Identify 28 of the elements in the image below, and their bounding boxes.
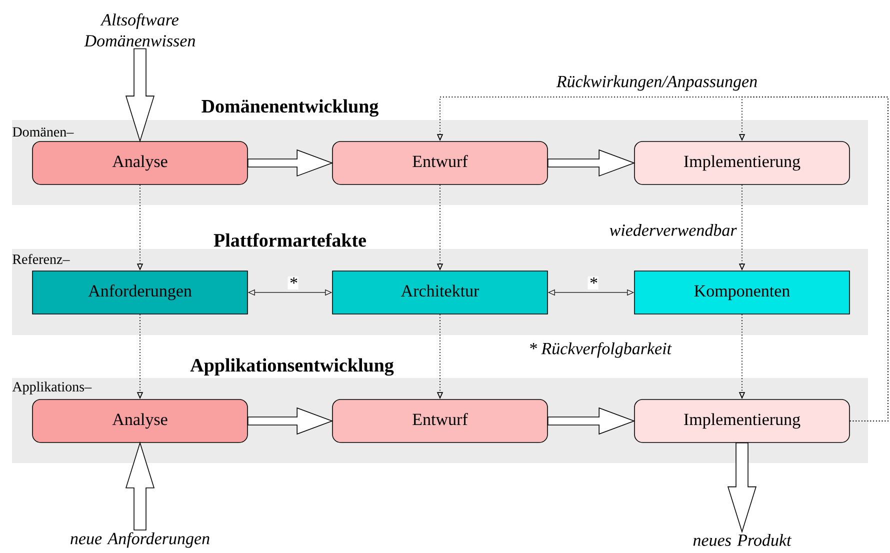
footnote-text: * Rückverfolgbarkeit xyxy=(530,342,672,358)
block-arrow xyxy=(125,48,155,142)
band-label: Domänen– xyxy=(12,127,74,137)
block-arrow xyxy=(548,407,636,435)
section-heading: Applikationsentwicklung xyxy=(190,358,394,376)
process-box: Analyse xyxy=(32,141,248,185)
block-arrow xyxy=(727,442,757,534)
block-arrow xyxy=(248,407,334,435)
input-text: neue Anforderungen xyxy=(70,532,210,548)
artifact-box: Architektur xyxy=(332,270,548,314)
band-label: Applikations– xyxy=(12,382,92,394)
block-arrow xyxy=(125,442,155,530)
block-arrow xyxy=(248,149,334,177)
process-box: Analyse xyxy=(32,399,248,443)
process-box: Implementierung xyxy=(634,399,850,443)
process-box: Entwurf xyxy=(332,399,548,443)
section-heading: Plattformartefakte xyxy=(214,233,366,247)
artifact-box: Anforderungen xyxy=(32,270,248,314)
artifact-box: Komponenten xyxy=(634,270,850,314)
block-arrow xyxy=(548,149,636,177)
edge-label: wiederverwendbar xyxy=(608,223,738,237)
band-label: Referenz– xyxy=(12,254,70,264)
process-box: Implementierung xyxy=(634,141,850,185)
input-text: Altsoftware Domänenwissen xyxy=(84,13,196,47)
edge-label: Rückwirkungen/Anpassungen xyxy=(555,74,759,92)
process-box: Entwurf xyxy=(332,141,548,185)
input-text: neues Produkt xyxy=(693,534,792,546)
section-heading: Domänenentwicklung xyxy=(202,99,378,117)
